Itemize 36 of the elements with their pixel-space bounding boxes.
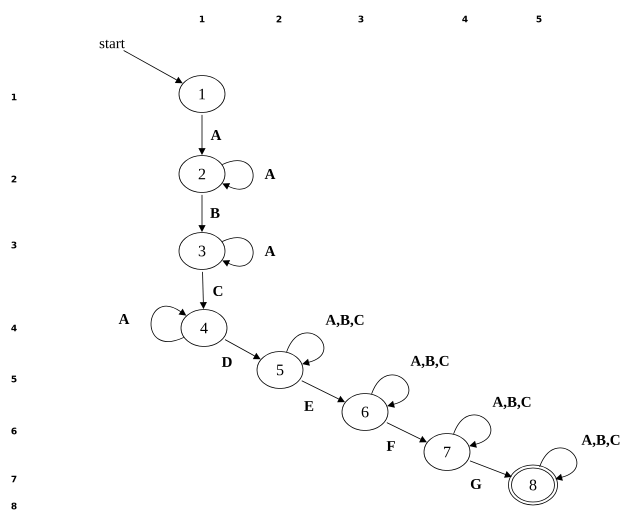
column-number: 3 xyxy=(358,16,364,22)
row-number: 7 xyxy=(11,476,16,482)
column-number: 4 xyxy=(462,16,468,22)
self-loop-arrow xyxy=(222,237,254,267)
row-number: 3 xyxy=(11,242,16,248)
edge-label: A,B,C xyxy=(410,355,450,369)
row-number: 4 xyxy=(11,324,17,332)
self-loop-arrow xyxy=(286,332,324,366)
edge-label: E xyxy=(304,400,314,412)
edge-label: A xyxy=(264,246,276,256)
edge-label: A xyxy=(210,130,222,140)
self-loop-arrow xyxy=(453,414,492,448)
edge-label: A,B,C xyxy=(580,434,622,448)
row-number: 2 xyxy=(12,176,16,182)
edge-label: A,B,C xyxy=(324,314,366,328)
accept-state: 8 xyxy=(508,464,558,506)
column-number: 2 xyxy=(276,16,282,22)
row-number: 6 xyxy=(11,428,17,434)
edge-label: A,B,C xyxy=(492,396,532,410)
column-number: 5 xyxy=(536,16,542,22)
start-label: start xyxy=(100,40,125,48)
column-number: 1 xyxy=(200,16,205,22)
edge-label: B xyxy=(210,208,220,218)
row-number: 8 xyxy=(11,502,17,510)
row-number: 5 xyxy=(12,376,16,382)
edge-label: A xyxy=(118,314,130,324)
edge-label: A xyxy=(264,168,276,180)
row-number: 1 xyxy=(12,94,17,100)
arrow xyxy=(386,422,427,442)
edge-label: C xyxy=(212,285,224,297)
edge-label: D xyxy=(221,356,233,368)
self-loop-arrow xyxy=(371,374,410,408)
self-loop-arrow xyxy=(222,160,254,190)
edge-label: G xyxy=(470,478,482,490)
self-loop-arrow xyxy=(539,447,578,481)
edge-label: F xyxy=(386,440,396,452)
